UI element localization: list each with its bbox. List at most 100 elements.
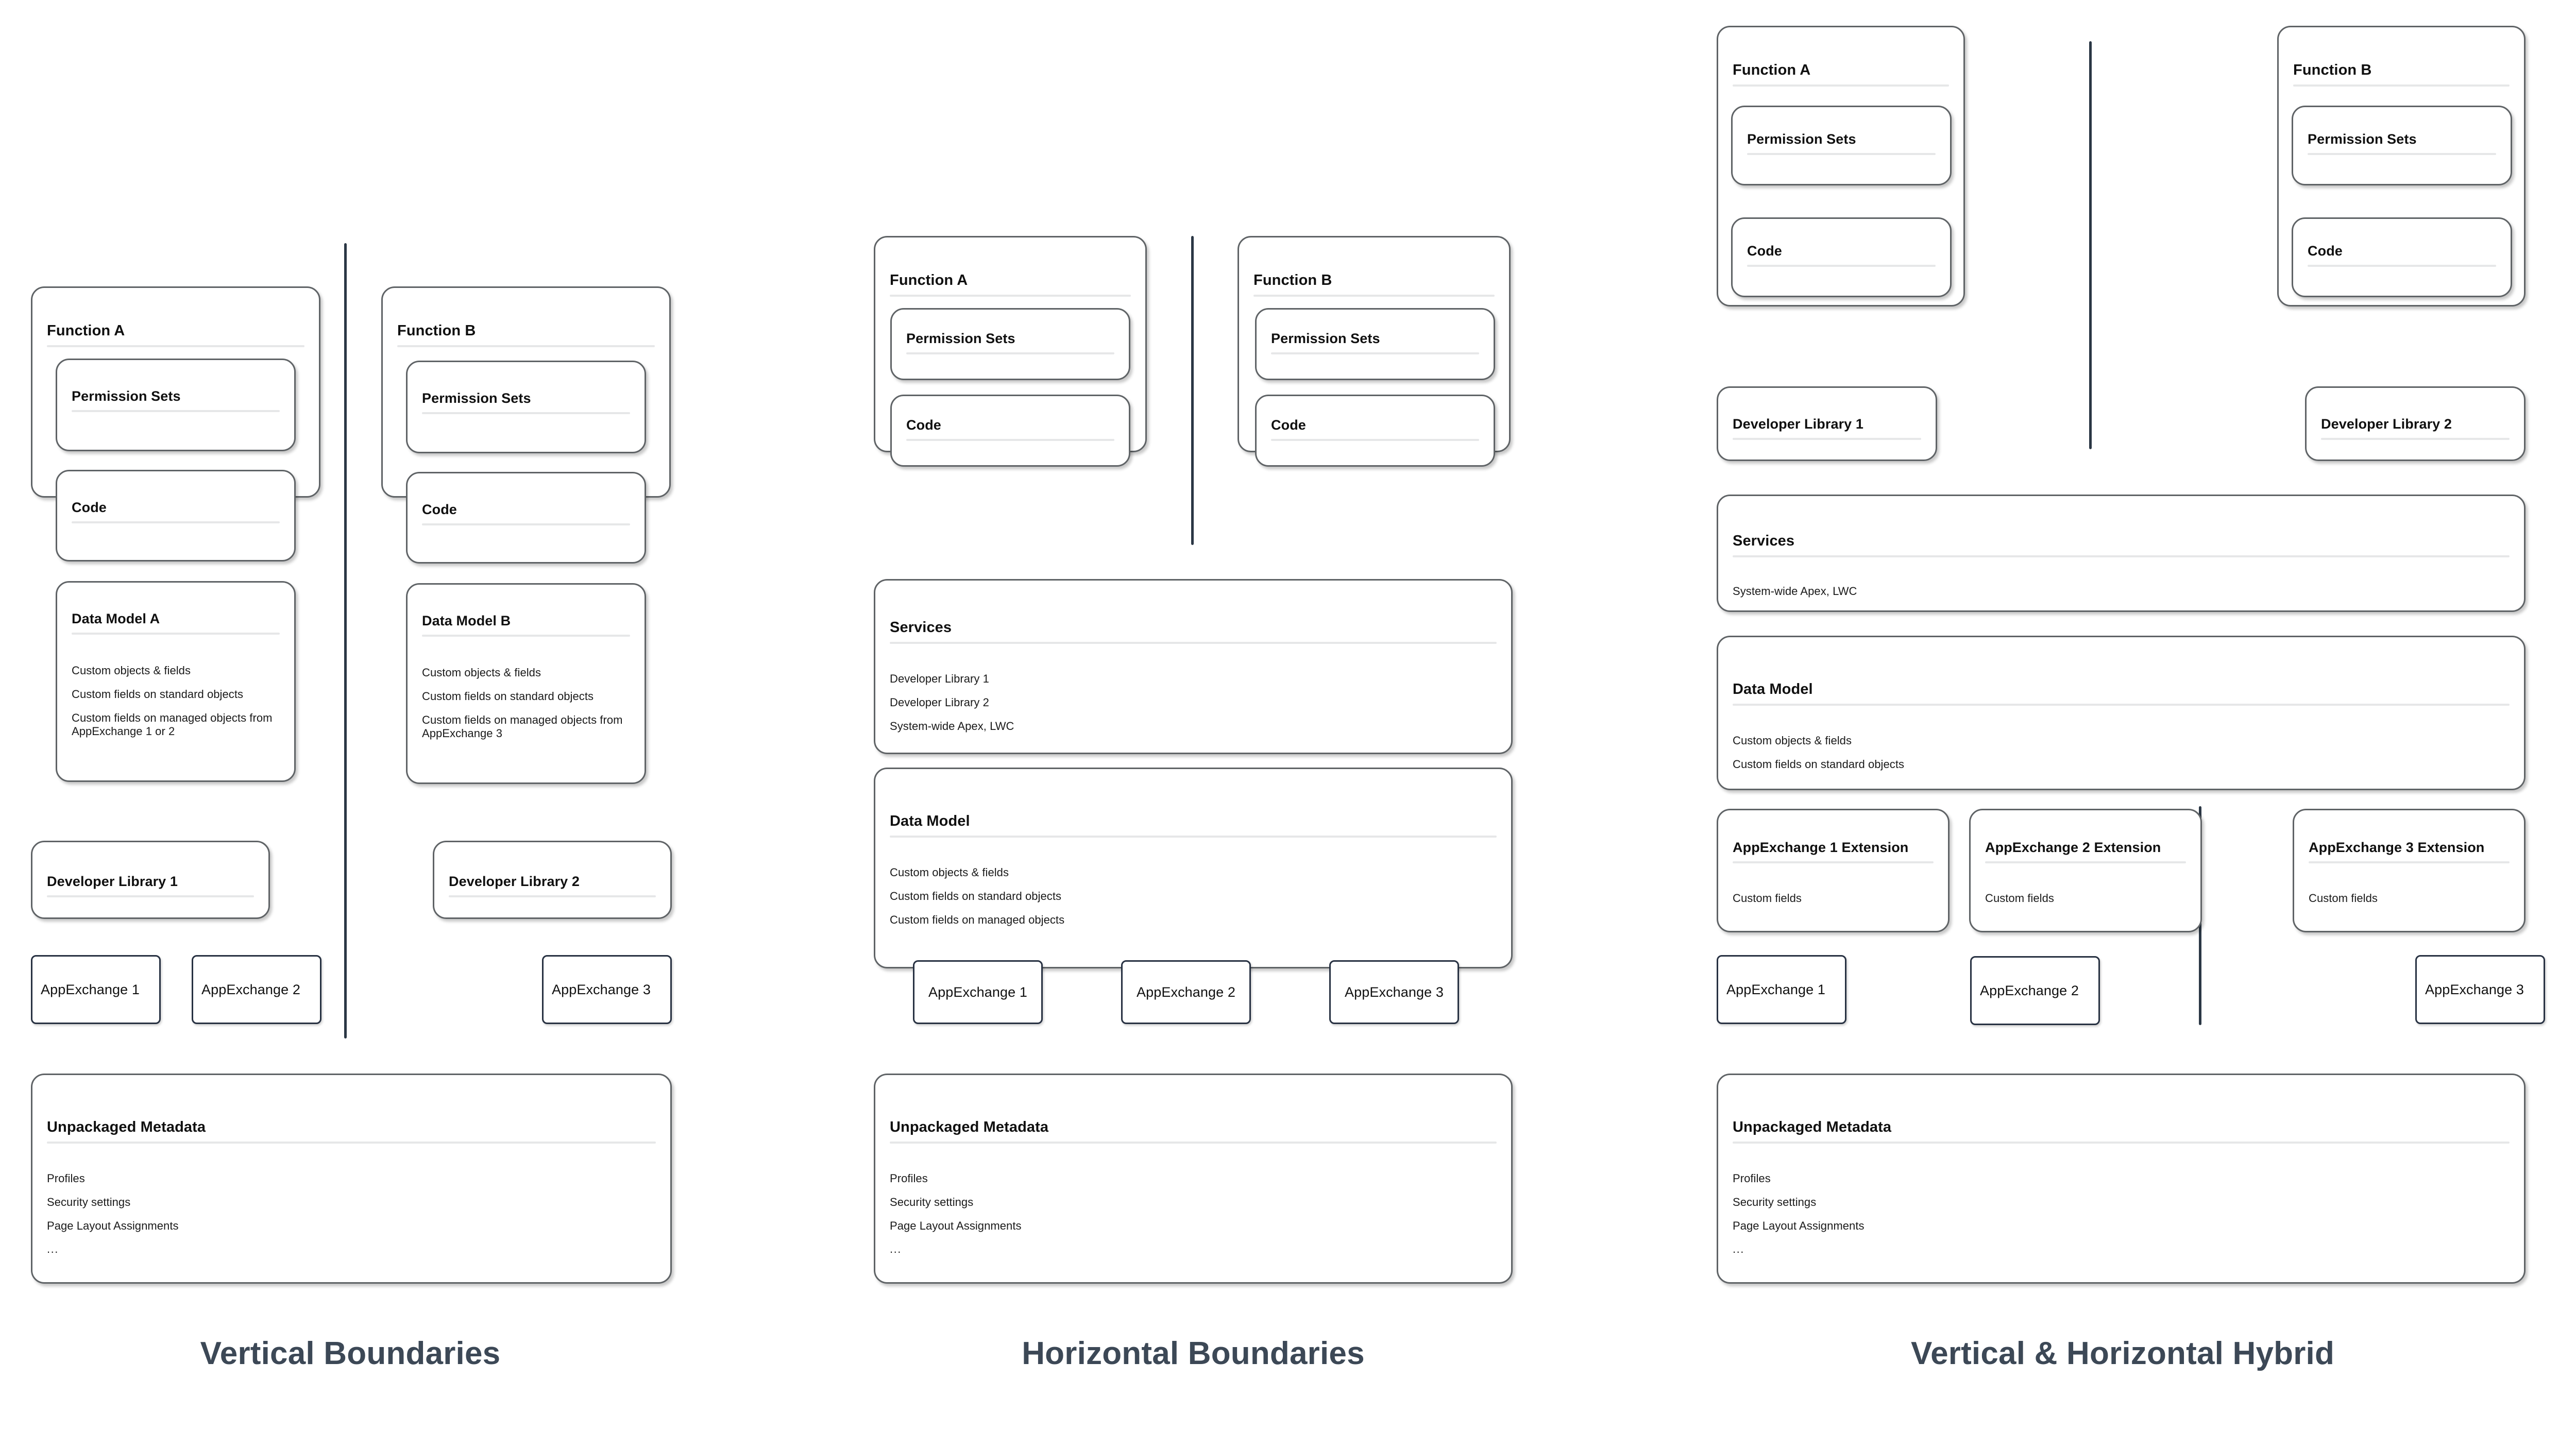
function-b-permission-sets-card[interactable]: Permission Sets [406, 361, 646, 453]
appexchange-3-chip[interactable]: AppExchange 3 [1329, 960, 1459, 1024]
services-title: Services [1733, 533, 1795, 549]
divider-rule [1733, 1141, 2510, 1144]
list-item: Security settings [47, 1195, 131, 1208]
divider-rule [890, 641, 1497, 644]
developer-library-1-card[interactable]: Developer Library 1 [31, 841, 270, 919]
divider-rule [422, 634, 630, 637]
divider-rule [47, 1141, 656, 1144]
list-item: Custom objects & fields [890, 866, 1009, 879]
function-a-permission-sets-card[interactable]: Permission Sets [1731, 106, 1952, 185]
appexchange-2-chip[interactable]: AppExchange 2 [1121, 960, 1251, 1024]
divider-rule [1733, 703, 2510, 706]
divider-rule [2309, 861, 2510, 863]
function-a-permission-sets-card[interactable]: Permission Sets [56, 359, 296, 451]
panel-caption-hybrid: Vertical & Horizontal Hybrid [1910, 1336, 2335, 1371]
function-b-data-model-card[interactable]: Data Model B Custom objects & fields Cus… [406, 583, 646, 784]
divider-rule [72, 632, 280, 635]
function-b-code-card[interactable]: Code [1255, 395, 1495, 467]
list-item: Security settings [1733, 1195, 1817, 1208]
appexchange-3-chip[interactable]: AppExchange 3 [542, 955, 672, 1024]
appexchange-1-chip[interactable]: AppExchange 1 [31, 955, 161, 1024]
list-item: Custom objects & fields [422, 666, 541, 679]
unpackaged-metadata-card[interactable]: Unpackaged Metadata Profiles Security se… [31, 1074, 672, 1284]
data-model-card[interactable]: Data Model Custom objects & fields Custo… [1717, 636, 2526, 790]
appexchange-2-chip[interactable]: AppExchange 2 [1970, 956, 2100, 1025]
divider-rule [1733, 555, 2510, 557]
data-model-title: Data Model [890, 813, 970, 829]
list-item: Custom fields on standard objects [422, 689, 594, 703]
function-b-code-card[interactable]: Code [406, 472, 646, 564]
appexchange-2-extension-title: AppExchange 2 Extension [1985, 840, 2161, 855]
list-item: ... [47, 1242, 59, 1256]
list-item: Custom fields on standard objects [72, 687, 244, 701]
function-a-code-card[interactable]: Code [890, 395, 1130, 467]
divider-rule [906, 352, 1114, 354]
list-item: Custom fields on managed objects from Ap… [422, 713, 623, 740]
unpackaged-metadata-card[interactable]: Unpackaged Metadata Profiles Security se… [874, 1074, 1513, 1284]
function-b-permission-sets-card[interactable]: Permission Sets [2292, 106, 2512, 185]
list-item: Profiles [1733, 1172, 1771, 1185]
function-b-permission-sets-card[interactable]: Permission Sets [1255, 308, 1495, 380]
list-item: Custom fields [1733, 892, 1802, 905]
appexchange-1-chip[interactable]: AppExchange 1 [1717, 955, 1846, 1024]
appexchange-2-chip[interactable]: AppExchange 2 [192, 955, 321, 1024]
function-a-title: Function A [890, 272, 968, 288]
appexchange-1-label: AppExchange 1 [41, 981, 140, 997]
divider-rule [1733, 84, 1949, 87]
services-card[interactable]: Services Developer Library 1 Developer L… [874, 579, 1513, 754]
list-item: Custom objects & fields [1733, 734, 1852, 747]
list-item: Custom fields [2309, 892, 2378, 905]
divider-rule [1985, 861, 2186, 863]
permission-sets-title: Permission Sets [72, 388, 181, 404]
divider-rule [890, 1141, 1497, 1144]
list-item: Custom fields on managed objects from Ap… [72, 711, 273, 738]
unpackaged-metadata-title: Unpackaged Metadata [47, 1119, 206, 1135]
vertical-boundary-divider-top [2089, 41, 2092, 449]
appexchange-2-label: AppExchange 2 [1980, 982, 2079, 998]
list-item: Custom fields on standard objects [890, 889, 1062, 903]
list-item: Custom fields on managed objects [890, 913, 1065, 926]
appexchange-2-label: AppExchange 2 [1137, 984, 1235, 1000]
divider-rule [72, 521, 280, 523]
divider-rule [397, 345, 655, 347]
appexchange-1-extension-card[interactable]: AppExchange 1 Extension Custom fields [1717, 809, 1950, 932]
list-item: System-wide Apex, LWC [890, 719, 1014, 733]
function-a-title: Function A [47, 322, 125, 339]
list-item: Profiles [47, 1172, 85, 1185]
function-a-code-card[interactable]: Code [56, 470, 296, 561]
services-card[interactable]: Services System-wide Apex, LWC [1717, 495, 2526, 612]
function-b-title: Function B [397, 322, 476, 339]
function-a-data-model-card[interactable]: Data Model A Custom objects & fields Cus… [56, 581, 296, 782]
appexchange-1-label: AppExchange 1 [928, 984, 1027, 1000]
vertical-boundary-divider [1191, 236, 1194, 545]
developer-library-1-title: Developer Library 1 [47, 874, 178, 889]
appexchange-3-label: AppExchange 3 [1345, 984, 1444, 1000]
function-b-code-card[interactable]: Code [2292, 217, 2512, 297]
appexchange-3-extension-title: AppExchange 3 Extension [2309, 840, 2485, 855]
function-a-permission-sets-card[interactable]: Permission Sets [890, 308, 1130, 380]
unpackaged-metadata-card[interactable]: Unpackaged Metadata Profiles Security se… [1717, 1074, 2526, 1284]
list-item: Custom objects & fields [72, 664, 191, 677]
divider-rule [422, 523, 630, 525]
divider-rule [1271, 352, 1479, 354]
list-item: Page Layout Assignments [1733, 1219, 1865, 1232]
panel-caption-vertical: Vertical Boundaries [200, 1336, 501, 1371]
divider-rule [2308, 152, 2496, 155]
data-model-card[interactable]: Data Model Custom objects & fields Custo… [874, 768, 1513, 968]
list-item: Profiles [890, 1172, 928, 1185]
developer-library-2-card[interactable]: Developer Library 2 [433, 841, 672, 919]
appexchange-2-label: AppExchange 2 [201, 981, 300, 997]
developer-library-2-card[interactable]: Developer Library 2 [2305, 386, 2526, 461]
divider-rule [1271, 438, 1479, 441]
appexchange-3-label: AppExchange 3 [552, 981, 651, 997]
divider-rule [72, 410, 280, 412]
appexchange-3-chip[interactable]: AppExchange 3 [2415, 955, 2545, 1024]
developer-library-1-card[interactable]: Developer Library 1 [1717, 386, 1937, 461]
developer-library-2-title: Developer Library 2 [449, 874, 580, 889]
appexchange-1-chip[interactable]: AppExchange 1 [913, 960, 1043, 1024]
appexchange-2-extension-card[interactable]: AppExchange 2 Extension Custom fields [1969, 809, 2202, 932]
appexchange-3-extension-card[interactable]: AppExchange 3 Extension Custom fields [2293, 809, 2526, 932]
appexchange-1-extension-title: AppExchange 1 Extension [1733, 840, 1909, 855]
function-a-code-card[interactable]: Code [1731, 217, 1952, 297]
